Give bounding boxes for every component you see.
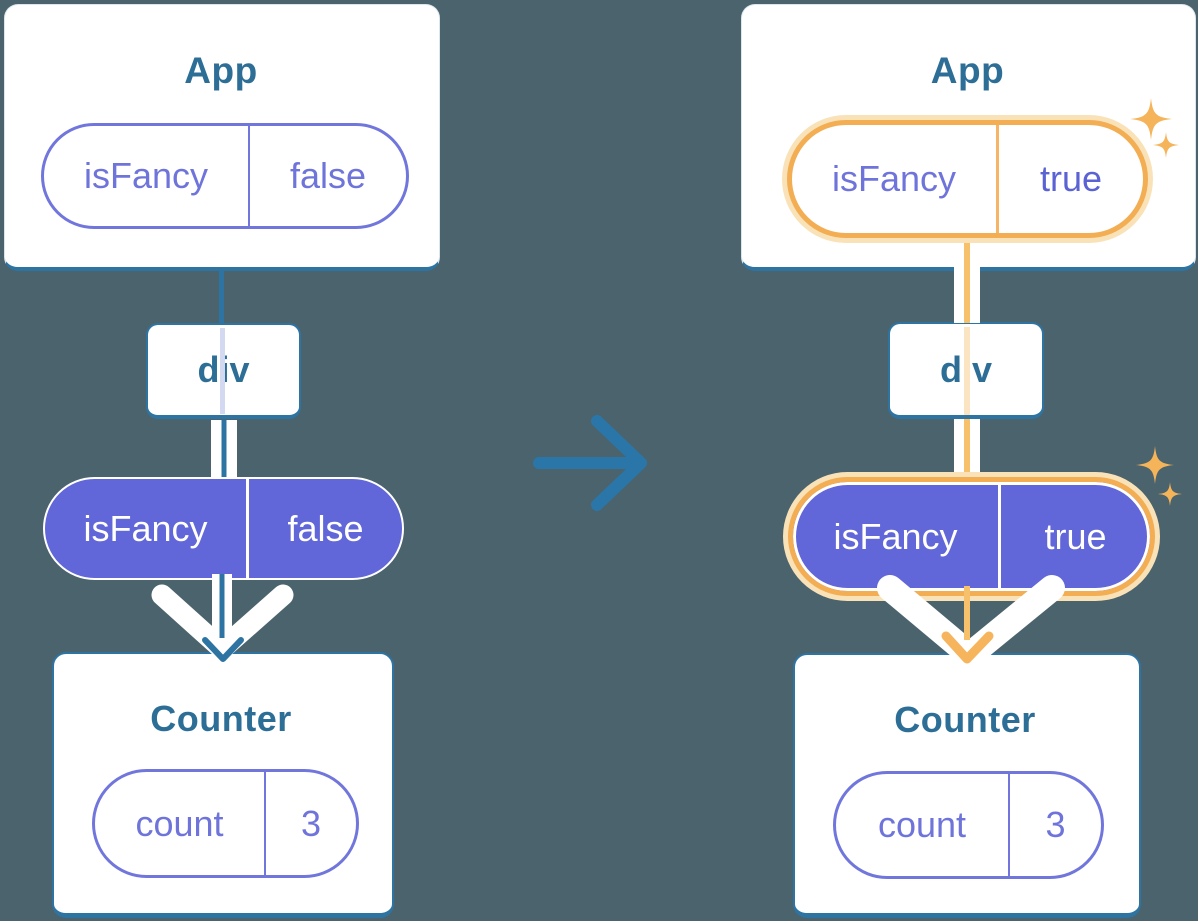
prop-flow-line-in-card-right — [964, 228, 970, 268]
app-title-right: App — [930, 50, 1005, 91]
sparkle-icon — [1158, 482, 1182, 506]
chevron-down-orange-icon — [941, 631, 994, 664]
pipe-app-div-right — [954, 266, 980, 323]
prop-name-cell: isFancy — [831, 158, 957, 199]
chevron-down-white-icon — [151, 584, 294, 660]
pill-divider — [264, 772, 266, 875]
prop-flow-line-left — [219, 574, 225, 638]
pill-divider — [996, 125, 999, 233]
prop-flow-line-right — [964, 419, 970, 478]
passed-prop-pill-right-highlighted: isFancy true — [788, 477, 1155, 596]
sparkle-icon — [1153, 132, 1179, 158]
sparkle-icon — [1136, 446, 1174, 484]
transition-arrow-icon — [533, 415, 647, 511]
prop-value-cell: false — [289, 155, 367, 196]
app-prop-pill-right-highlighted: isFancy true — [787, 120, 1148, 238]
prop-trace-through-div-left — [220, 328, 225, 414]
pill-divider — [246, 479, 249, 578]
state-name-cell: count — [877, 804, 967, 845]
state-name-cell: count — [135, 802, 224, 844]
counter-title-left: Counter — [150, 698, 292, 739]
prop-value-cell: true — [1044, 515, 1107, 557]
prop-flow-line-left — [221, 420, 227, 478]
sparkle-icon — [1130, 98, 1172, 140]
prop-name-cell: isFancy — [83, 507, 208, 549]
prop-value-cell: true — [1039, 158, 1103, 199]
counter-state-pill-left: count 3 — [92, 769, 359, 878]
pill-divider — [248, 126, 250, 226]
passed-prop-pill-left: isFancy false — [43, 477, 404, 580]
pipe-div-pill-left — [211, 420, 237, 478]
state-value-cell: 3 — [300, 802, 322, 844]
pipe-div-pill-right — [954, 419, 980, 478]
prop-flow-line-right — [964, 586, 970, 640]
prop-trace-through-div-right — [964, 327, 970, 415]
prop-flow-line-right — [964, 266, 970, 323]
app-prop-pill-left: isFancy false — [41, 123, 409, 229]
state-value-cell: 3 — [1045, 804, 1066, 845]
prop-value-cell: false — [287, 507, 364, 549]
pipe-pill-counter-left — [212, 574, 232, 638]
connector-app-div-left — [219, 268, 224, 325]
pill-divider — [998, 482, 1001, 591]
counter-state-pill-right: count 3 — [833, 771, 1104, 879]
app-title-left: App — [184, 50, 258, 91]
chevron-down-teal-icon — [202, 637, 244, 662]
prop-name-cell: isFancy — [833, 515, 958, 557]
counter-title-right: Counter — [894, 699, 1036, 740]
pill-divider — [1008, 774, 1010, 876]
prop-name-cell: isFancy — [83, 155, 209, 196]
